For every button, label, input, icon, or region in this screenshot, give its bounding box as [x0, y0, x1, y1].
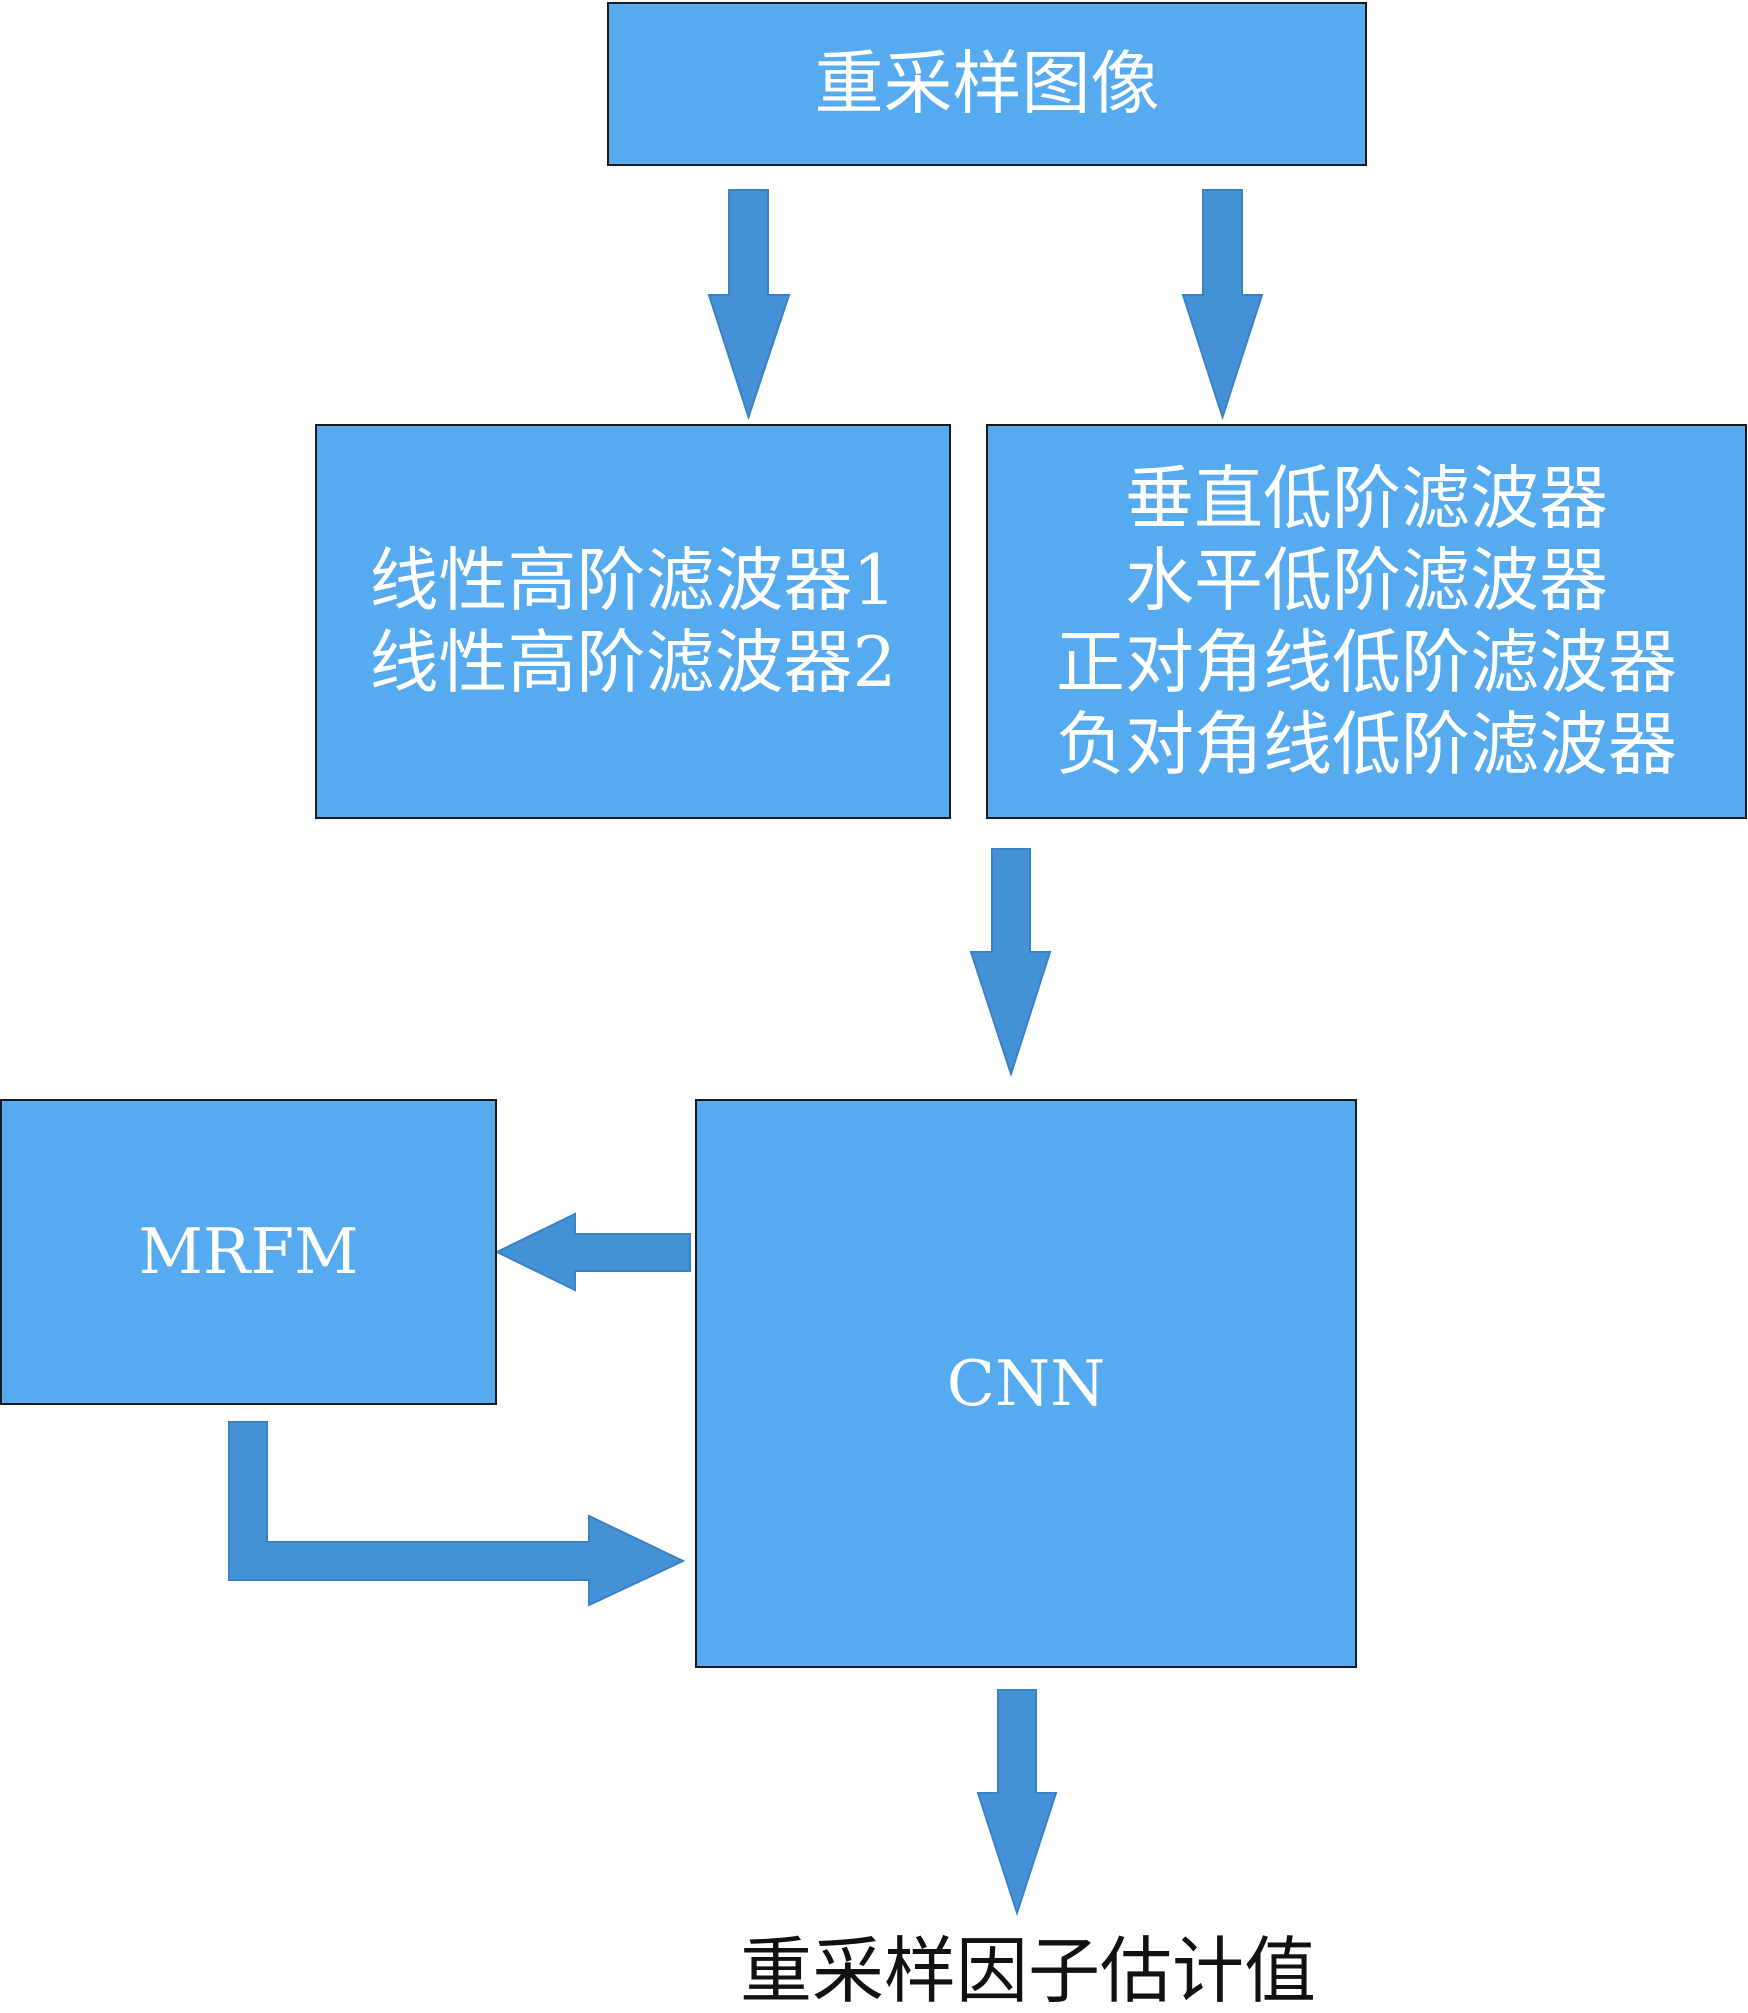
output-label: 重采样因子估计值	[740, 1929, 1317, 2013]
anti-diagonal-low-filter-label: 负对角线低阶滤波器	[1056, 704, 1677, 785]
arrow-mrfm-to-cnn	[228, 1421, 686, 1607]
mrfm-node: MRFM	[0, 1099, 497, 1405]
arrow-cnn-to-output	[976, 1689, 1058, 1917]
arrow-resample-to-low-filters	[1181, 189, 1264, 421]
low-order-filters-node: 垂直低阶滤波器 水平低阶滤波器 正对角线低阶滤波器 负对角线低阶滤波器	[986, 424, 1747, 819]
cnn-node: CNN	[695, 1099, 1357, 1668]
resample-image-label: 重采样图像	[814, 44, 1160, 124]
high-order-filter-1-label: 线性高阶滤波器1	[369, 540, 897, 621]
high-order-filter-2-label: 线性高阶滤波器2	[369, 622, 897, 703]
cnn-label: CNN	[946, 1346, 1106, 1420]
resample-image-node: 重采样图像	[607, 2, 1367, 166]
mrfm-label: MRFM	[138, 1215, 359, 1288]
arrow-resample-to-high-filters	[707, 189, 791, 421]
horizontal-low-filter-label: 水平低阶滤波器	[1125, 540, 1608, 621]
high-order-filters-node: 线性高阶滤波器1 线性高阶滤波器2	[315, 424, 951, 819]
diagonal-low-filter-label: 正对角线低阶滤波器	[1056, 622, 1677, 703]
vertical-low-filter-label: 垂直低阶滤波器	[1125, 458, 1608, 539]
arrow-cnn-to-mrfm	[494, 1212, 691, 1292]
arrow-low-filters-to-cnn	[969, 848, 1052, 1078]
